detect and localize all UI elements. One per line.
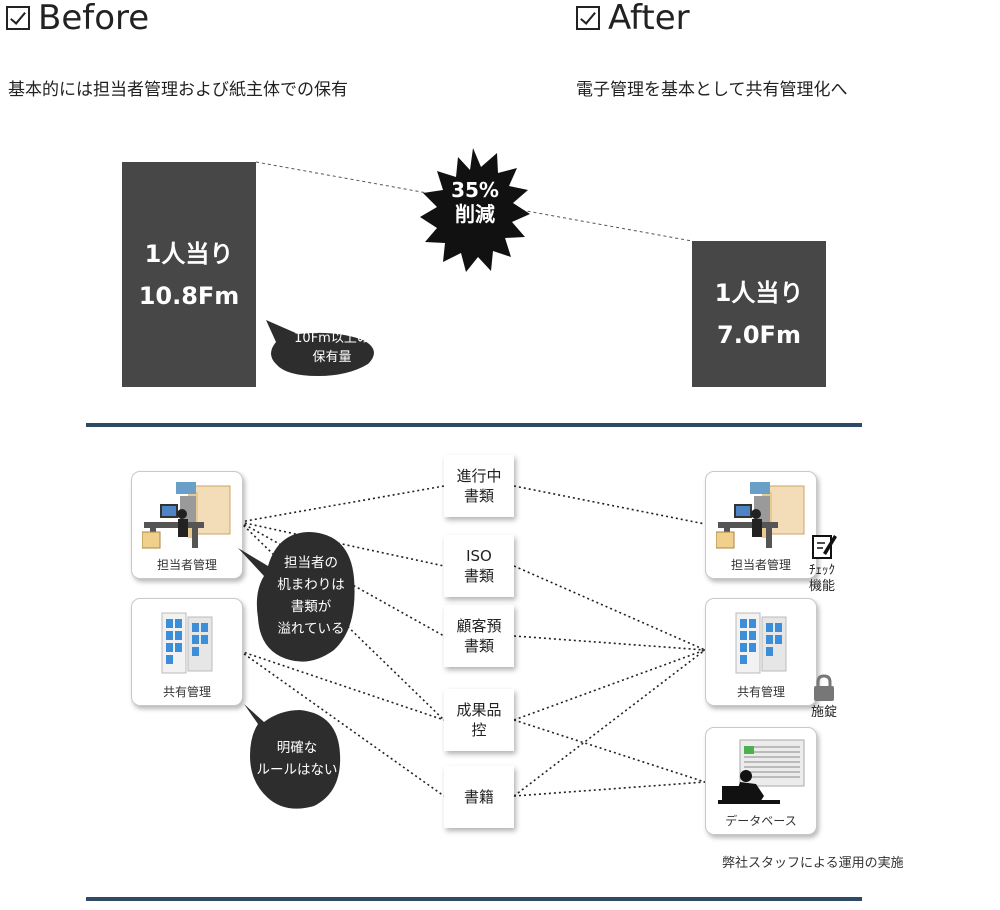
after-bar: 1人当り 7.0Fm [692,241,826,387]
check-function-label: ﾁｪｯｸ 機能 [796,563,848,595]
doc-line: 書類 [463,637,494,655]
bubble-line: 書類が [290,599,332,615]
bubble-line: 明確な [276,740,318,756]
after-heading: After [576,0,690,38]
doc-line: 書類 [463,487,494,505]
database-workstation-icon [718,739,805,804]
doc-line: 進行中 [456,467,502,485]
bubble-text-2: 明確な ルールはない [247,737,347,781]
callout-bubble [266,320,374,376]
edit-check-icon [812,535,837,559]
doc-deliverables: 成果品控 [444,689,514,751]
bubble-line: 溢れている [277,621,345,637]
reduction-label: 35% 削減 [430,178,520,226]
card-label: 担当者管理 [730,558,791,572]
after-title: After [608,0,690,38]
card-label: 担当者管理 [156,558,217,572]
doc-line: 成果品 [456,701,502,719]
starburst-icon [420,148,530,272]
doc-line: 書類 [463,567,494,585]
reduction-word: 削減 [455,202,495,226]
bubble-line: ルールはない [256,762,338,778]
divider-top [86,423,862,427]
lock-icon [814,674,834,701]
card-shared-before: 共有管理 [131,598,243,706]
before-heading: Before [6,0,149,38]
side-label-line: 機能 [808,579,835,594]
before-bar-label: 1人当り [144,239,234,268]
doc-books: 書籍 [444,766,514,828]
divider-bottom [86,897,862,901]
card-label: 共有管理 [736,685,785,699]
doc-in-progress: 進行中書類 [444,455,514,517]
doc-customer: 顧客預書類 [444,605,514,667]
doc-line: 控 [471,721,487,739]
after-subtitle: 電子管理を基本として共有管理化へ [576,80,848,100]
bubble-line: 机まわりは [277,577,345,593]
card-label: データベース [725,814,797,828]
reduction-percent: 35% [451,178,499,202]
checkbox-icon [576,6,600,30]
bubble-line: 担当者の [284,555,338,571]
card-database: データベース [705,727,817,835]
before-bar: 1人当り 10.8Fm [122,162,256,387]
callout-text: 10Fm以上の 保有量 [272,329,392,367]
doc-line: 書籍 [463,788,494,806]
callout-line: 保有量 [312,350,352,365]
after-bar-value: 7.0Fm [717,321,801,349]
office-desk-icon [716,482,805,549]
checkbox-icon [6,6,30,30]
before-bar-value: 10.8Fm [138,281,240,310]
before-subtitle: 基本的には担当者管理および紙主体での保有 [8,80,348,100]
callout-line: 10Fm以上の [294,331,370,346]
office-desk-icon [142,482,231,549]
speech-bubble-1 [238,532,355,662]
before-title: Before [38,0,150,38]
card-manager-after: 担当者管理 [705,471,817,579]
bubble-text-1: 担当者の 机まわりは 書類が 溢れている [256,552,366,640]
cabinet-icon [735,612,787,674]
doc-line: ISO [466,547,492,565]
after-bar-label: 1人当り [714,279,804,307]
speech-bubble-2 [244,704,341,809]
doc-line: 顧客預 [456,617,502,635]
card-manager-before: 担当者管理 [131,471,243,579]
footer-note: 弊社スタッフによる運用の実施 [722,856,904,871]
cabinet-icon [161,612,213,674]
card-shared-after: 共有管理 [705,598,817,706]
lock-label: 施錠 [810,705,837,720]
side-label-line: ﾁｪｯｸ [809,563,835,578]
doc-iso: ISO 書類 [444,535,514,597]
card-label: 共有管理 [162,685,211,699]
comparison-connector [255,148,693,272]
